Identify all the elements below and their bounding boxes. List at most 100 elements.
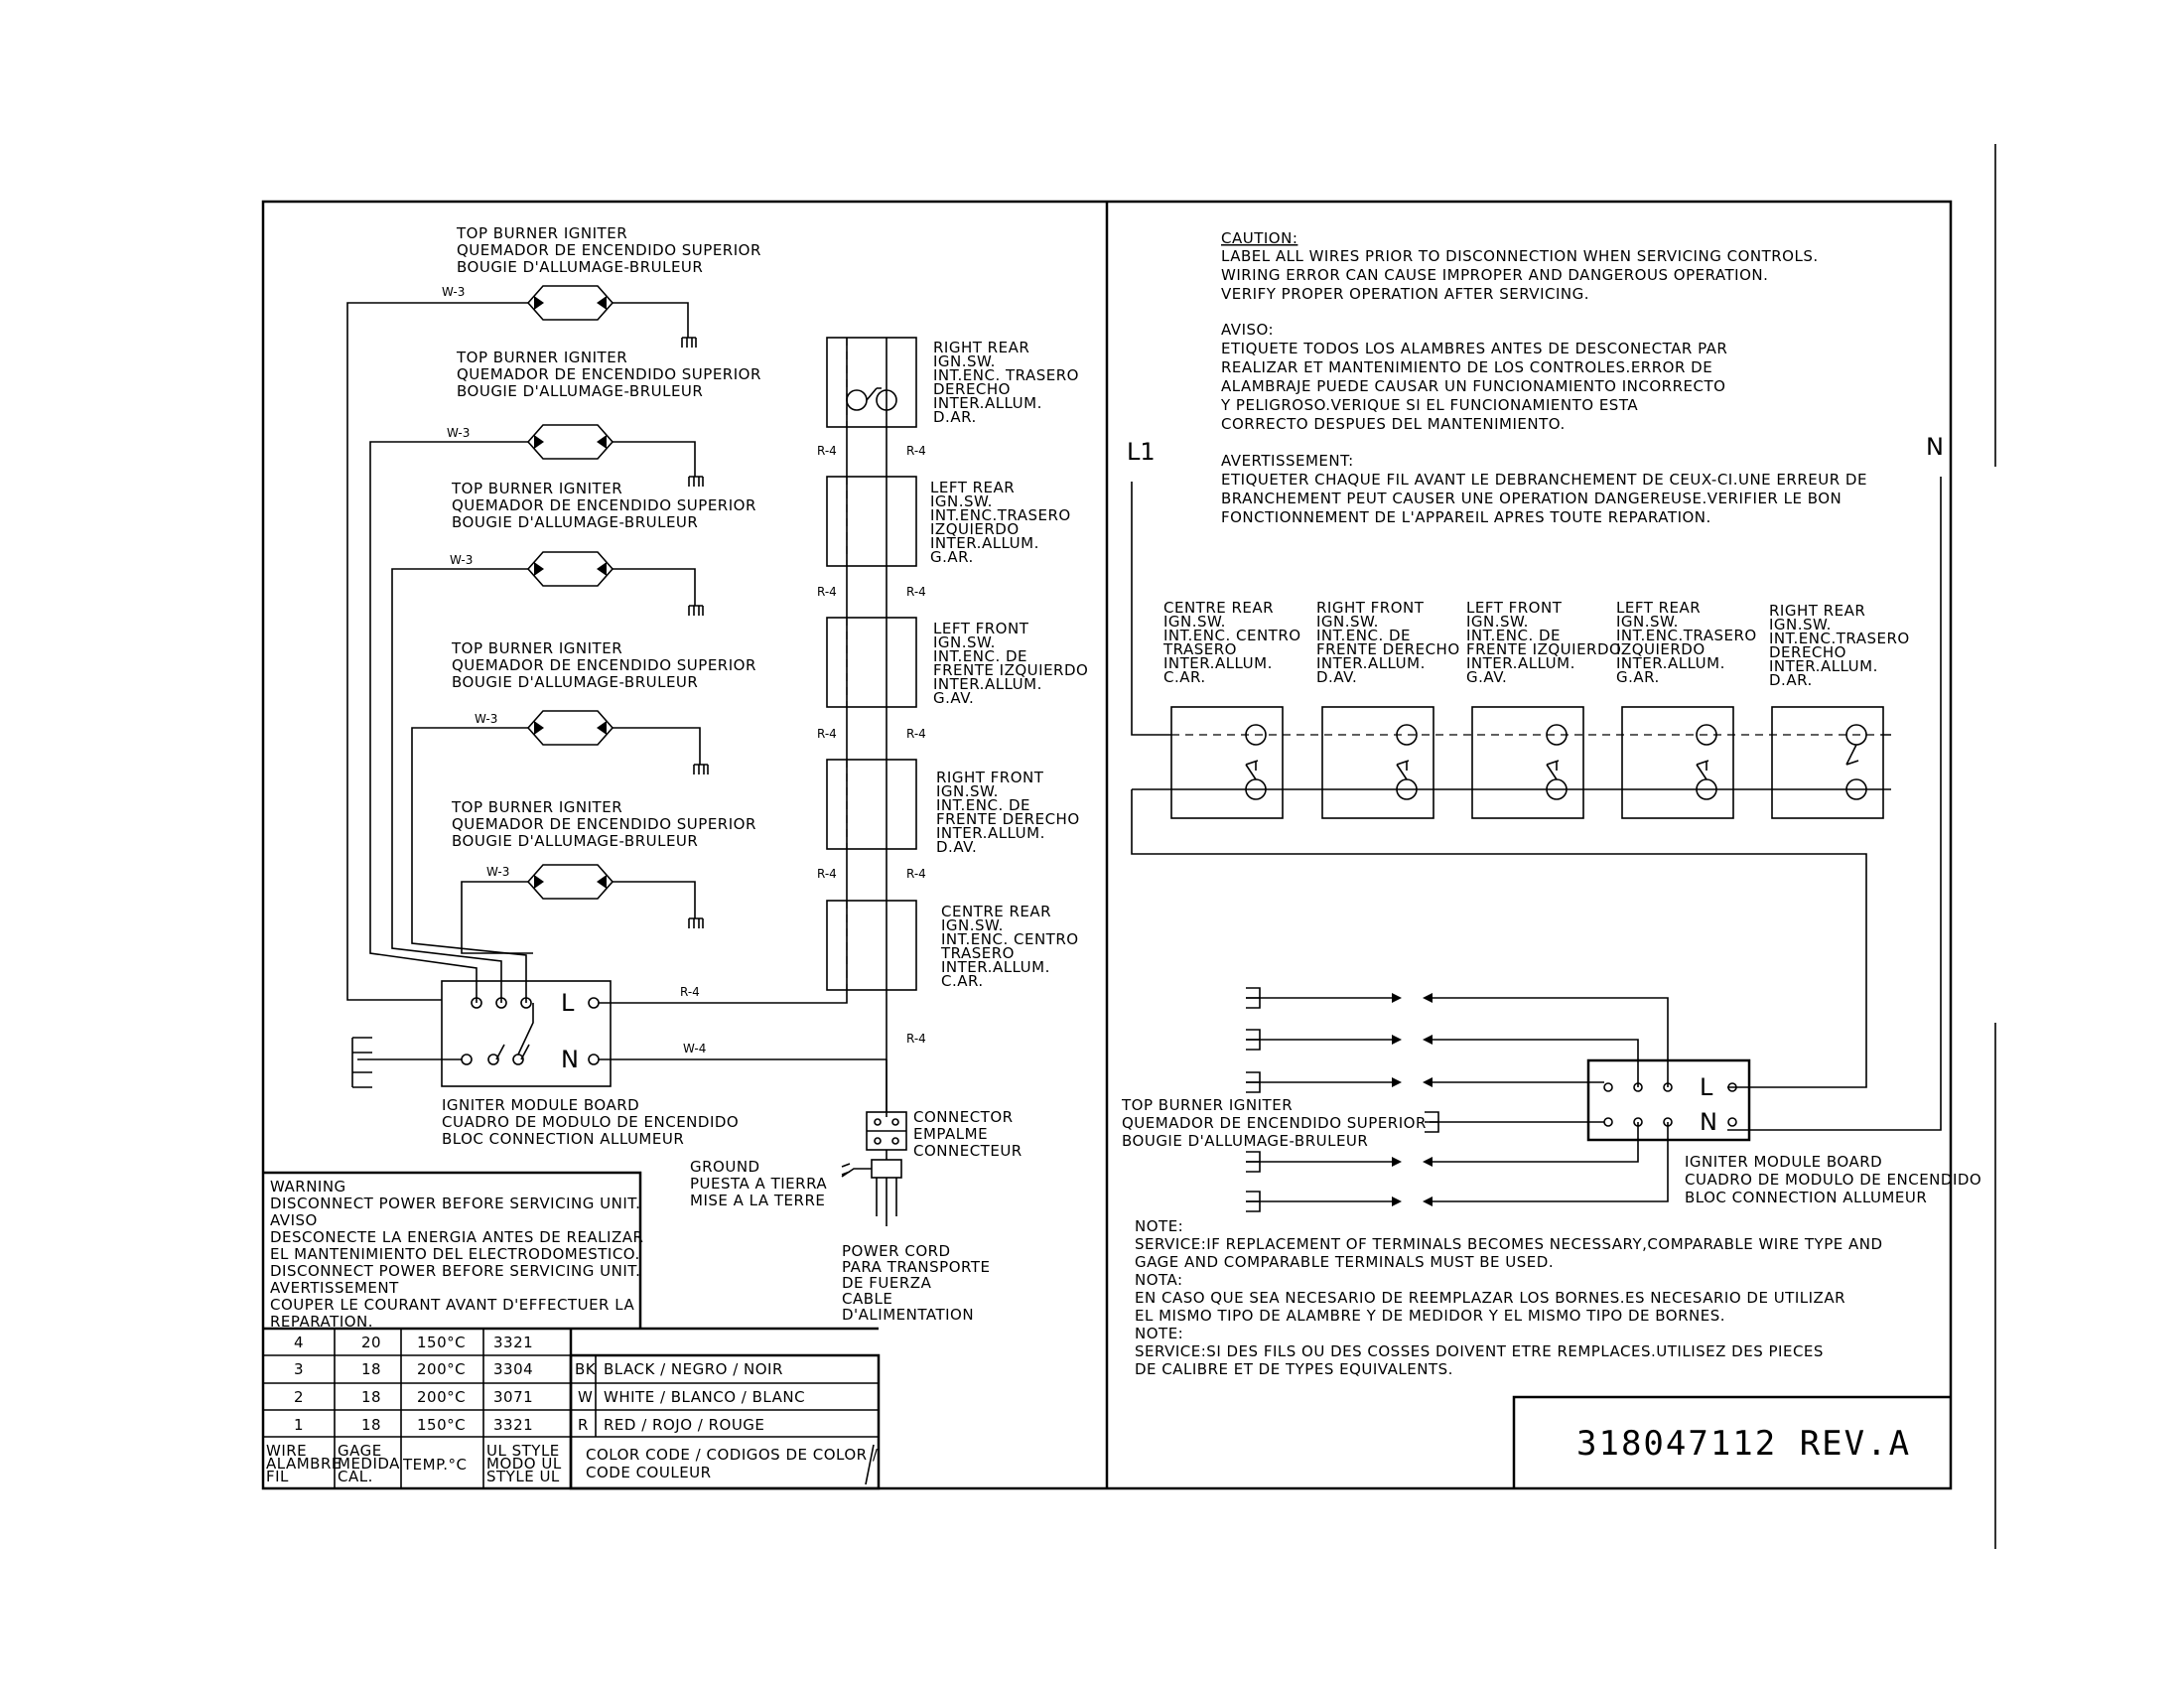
right-n-label: N: [1926, 433, 1944, 461]
left-wire-r4-module: R-4: [680, 985, 700, 999]
right-switch-5: [1771, 706, 1884, 819]
wire-row-4-no: 1: [294, 1416, 304, 1434]
color-row-1-name: BLACK / NEGRO / NOIR: [604, 1360, 783, 1378]
wire-row-3-gage: 18: [361, 1388, 381, 1406]
wire-row-2-no: 3: [294, 1360, 304, 1378]
wire-header-temp: TEMP.°C: [402, 1456, 468, 1474]
right-switch-3: [1471, 706, 1584, 819]
wire-row-2-gage: 18: [361, 1360, 381, 1378]
aviso-text: ETIQUETE TODOS LOS ALAMBRES ANTES DE DES…: [1220, 340, 1727, 433]
igniter-1-wire: W-3: [442, 285, 465, 299]
right-switch-2: [1321, 706, 1434, 819]
wire-row-4-gage: 18: [361, 1416, 381, 1434]
left-module-box: [441, 980, 612, 1087]
left-r4-5: R-4: [906, 1032, 926, 1046]
wire-row-2-ul: 3304: [493, 1360, 533, 1378]
igniter-4-wire: W-3: [475, 712, 497, 726]
color-code-header: COLOR CODE / CODIGOS DE COLOR /CODE COUL…: [586, 1446, 879, 1481]
igniter-5-wire: W-3: [486, 865, 509, 879]
right-switch-1: [1170, 706, 1284, 819]
wire-row-2-temp: 200°C: [417, 1360, 466, 1378]
igniter-3-wire: W-3: [450, 553, 473, 567]
wire-row-4-ul: 3321: [493, 1416, 533, 1434]
left-r4-2a: R-4: [817, 585, 837, 599]
caution-block: CAUTION: LABEL ALL WIRES PRIOR TO DISCON…: [1220, 229, 1867, 526]
right-module-box: [1586, 1058, 1751, 1142]
right-switch-4: [1621, 706, 1734, 819]
color-row-3-name: RED / ROJO / ROUGE: [604, 1416, 764, 1434]
wire-row-1-gage: 20: [361, 1334, 381, 1351]
avert-title: AVERTISSEMENT:: [1221, 452, 1354, 470]
right-igniter-leads: [1246, 987, 1439, 1212]
part-number: 318047112 REV.A: [1576, 1424, 1911, 1464]
left-module-n: N: [561, 1046, 579, 1073]
left-r4-4a: R-4: [817, 867, 837, 881]
avert-text: ETIQUETER CHAQUE FIL AVANT LE DEBRANCHEM…: [1221, 471, 1867, 526]
right-module-n: N: [1700, 1108, 1717, 1136]
color-row-3-code: R: [578, 1416, 589, 1434]
left-wire-w4-module: W-4: [683, 1042, 706, 1055]
title-block: 318047112 REV.A: [1512, 1395, 1951, 1488]
igniter-2-wire: W-3: [447, 426, 470, 440]
wire-row-1-no: 4: [294, 1334, 304, 1351]
notes-text: NOTE:SERVICE:IF REPLACEMENT OF TERMINALS…: [1135, 1217, 1883, 1378]
left-module-l: L: [561, 989, 575, 1017]
right-l1-label: L1: [1127, 438, 1156, 466]
color-code-table: BK BLACK / NEGRO / NOIR W WHITE / BLANCO…: [569, 1353, 881, 1490]
color-row-1-code: BK: [575, 1360, 597, 1378]
wire-row-1-ul: 3321: [493, 1334, 533, 1351]
wire-table: 4 20 150°C 3321 3 18 200°C 3304 2 18 200…: [263, 1327, 879, 1488]
left-switch-4: [826, 759, 917, 850]
notes-block: NOTE:SERVICE:IF REPLACEMENT OF TERMINALS…: [1135, 1217, 1883, 1378]
wire-row-4-temp: 150°C: [417, 1416, 466, 1434]
caution-title: CAUTION:: [1221, 229, 1297, 247]
left-r4-1b: R-4: [906, 444, 926, 458]
left-r4-2b: R-4: [906, 585, 926, 599]
left-switch-2: [826, 476, 917, 567]
right-module-l: L: [1700, 1073, 1713, 1101]
color-row-2-name: WHITE / BLANCO / BLANC: [604, 1388, 805, 1406]
left-switch-1: [826, 337, 917, 428]
color-row-2-code: W: [578, 1388, 593, 1406]
wire-row-1-temp: 150°C: [417, 1334, 466, 1351]
left-r4-3b: R-4: [906, 727, 926, 741]
left-r4-3a: R-4: [817, 727, 837, 741]
left-r4-1a: R-4: [817, 444, 837, 458]
wire-row-3-no: 2: [294, 1388, 304, 1406]
caution-text: LABEL ALL WIRES PRIOR TO DISCONNECTION W…: [1221, 247, 1819, 303]
